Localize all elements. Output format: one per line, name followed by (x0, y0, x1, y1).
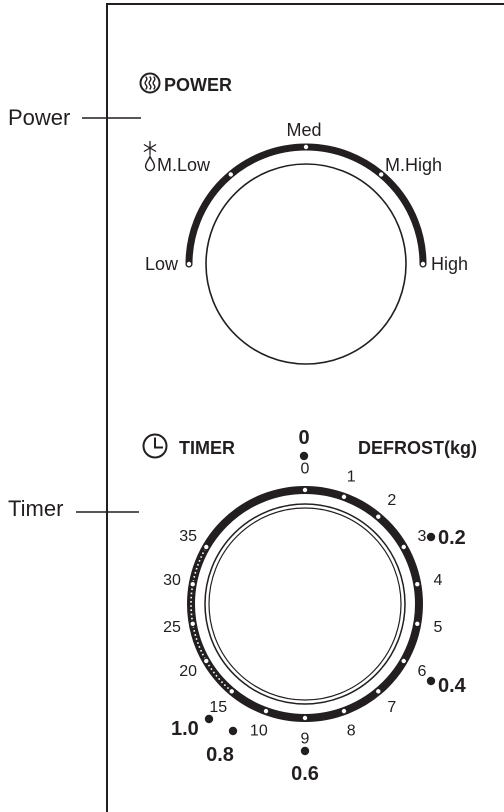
timer-knob-face[interactable] (204, 503, 406, 705)
power-level-dots (185, 143, 427, 268)
defrost-weight-0: 0 (298, 427, 310, 461)
clock-icon (142, 433, 168, 459)
power-level-high-label: High (431, 254, 468, 274)
timer-mark-dot-5 (413, 620, 421, 628)
timer-callout-label: Timer (8, 496, 63, 521)
defrost-weight-dot-0 (299, 451, 309, 461)
timer-mark-dot-9 (301, 714, 309, 722)
drop-icon (144, 154, 156, 172)
timer-minute-label-2: 2 (387, 492, 396, 509)
timer-mark-dot-20 (202, 657, 210, 665)
power-level-med-label: Med (286, 120, 321, 140)
timer-minute-label-25: 25 (163, 619, 181, 636)
clock-icon-face (142, 433, 168, 459)
snowflake-icon (143, 140, 157, 156)
defrost-weight-dot-0-6 (300, 746, 310, 756)
timer-minute-label-5: 5 (433, 619, 442, 636)
timer-minute-label-4: 4 (433, 572, 442, 589)
timer-knob-inner-rim (208, 507, 402, 701)
microwave-power-icon-waves (144, 76, 156, 90)
defrost-weight-label-1-0: 1.0 (171, 718, 199, 740)
power-dot-high (419, 260, 427, 268)
defrost-weight-0-2: 0.2 (426, 527, 466, 549)
defrost-weight-0-4: 0.4 (426, 675, 467, 697)
defrost-weight-dot-0-8 (228, 726, 238, 736)
defrost-weight-label-0-2: 0.2 (438, 527, 466, 549)
power-title: POWER (164, 75, 232, 95)
defrost-weight-dot-0-2 (426, 532, 436, 542)
power-level-low-label: Low (145, 254, 179, 274)
timer-mark-dot-35 (202, 543, 210, 551)
timer-mark-dot-4 (413, 580, 421, 588)
timer-minute-labels: 0 1 2 3 4 5 6 7 8 9 10 15 20 25 30 35 (163, 461, 442, 748)
timer-minute-label-9: 9 (301, 731, 310, 748)
timer-mark-dot-30 (189, 580, 197, 588)
timer-mark-dot-10 (262, 707, 270, 715)
timer-mark-dot-25 (189, 620, 197, 628)
defrost-weight-label-0: 0 (298, 427, 309, 449)
timer-mark-dot-7 (374, 687, 382, 695)
defrost-weight-0-8: 0.8 (206, 726, 238, 766)
control-panel-outline (106, 3, 504, 812)
timer-minute-label-1: 1 (347, 469, 356, 486)
timer-mark-dot-15 (228, 687, 236, 695)
timer-minute-label-7: 7 (387, 699, 396, 716)
power-knob[interactable] (205, 163, 407, 365)
power-level-m-high-label: M.High (385, 155, 442, 175)
timer-minute-label-0: 0 (301, 461, 310, 478)
timer-mark-dot-3 (400, 543, 408, 551)
timer-mark-dot-2 (374, 513, 382, 521)
defrost-weight-dot-0-4 (426, 676, 436, 686)
timer-minute-label-6: 6 (417, 663, 426, 680)
timer-section: TIMER DEFROST(kg) 0 1 2 3 4 5 6 7 8 9 10 15 20 25 30 35… (142, 427, 477, 785)
timer-minute-label-10: 10 (250, 722, 268, 739)
defrost-weight-1-0: 1.0 (171, 714, 214, 740)
microwave-power-icon (139, 72, 161, 94)
timer-minute-label-30: 30 (163, 572, 181, 589)
timer-mark-dot-0 (301, 486, 309, 494)
power-dot-med (302, 143, 310, 151)
snowflake-drop-icon (143, 140, 157, 172)
defrost-weight-label-0-8: 0.8 (206, 744, 234, 766)
microwave-power-icon-ring (139, 72, 161, 94)
timer-minute-label-35: 35 (179, 528, 197, 545)
power-callout: Power (8, 105, 141, 130)
defrost-weight-label-0-4: 0.4 (438, 675, 467, 697)
power-dot-m-low (227, 170, 235, 178)
defrost-weight-marks: 0 0.2 0.4 0.6 0.8 1.0 (171, 427, 467, 785)
power-callout-label: Power (8, 105, 70, 130)
timer-callout: Timer (8, 496, 139, 521)
power-section: POWER Med M.Low M.High Low High (139, 72, 468, 365)
power-dot-low (185, 260, 193, 268)
timer-title: TIMER (179, 438, 235, 458)
defrost-title: DEFROST(kg) (358, 438, 477, 458)
timer-mark-dot-8 (340, 707, 348, 715)
timer-minute-label-3: 3 (417, 528, 426, 545)
defrost-weight-dot-1-0 (204, 714, 214, 724)
timer-mark-dot-1 (340, 493, 348, 501)
timer-minute-label-20: 20 (179, 663, 197, 680)
timer-minute-label-15: 15 (209, 699, 227, 716)
power-dot-m-high (377, 170, 385, 178)
defrost-weight-label-0-6: 0.6 (291, 763, 319, 785)
power-level-m-low-label: M.Low (157, 155, 211, 175)
timer-mark-dots (189, 486, 421, 722)
timer-minute-label-8: 8 (347, 722, 356, 739)
timer-mark-dot-6 (400, 657, 408, 665)
clock-icon-hands (154, 437, 163, 449)
timer-knob[interactable] (204, 503, 406, 705)
defrost-weight-0-6: 0.6 (291, 746, 319, 785)
